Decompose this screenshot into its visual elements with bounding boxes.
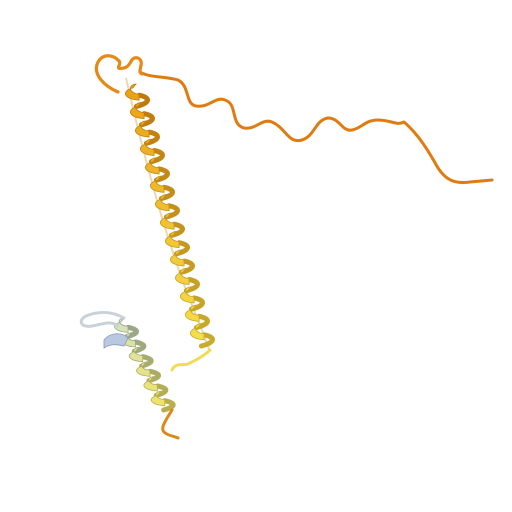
helix-front-ribbon [155,194,170,212]
helix-back-strand [173,240,190,257]
helix-front-ribbon [150,175,165,193]
helix-back-strand [139,354,154,369]
helix-front-ribbon [180,286,195,304]
helix-front-ribbon [135,120,150,138]
helix-back-strand [133,92,150,109]
helix-back-strand [161,398,176,413]
helix-back-strand [153,383,169,398]
helix-back-strand [148,148,165,165]
helix-front-ribbon [185,304,200,322]
helix-back-strand [153,166,170,183]
helix-front-ribbon [165,230,180,249]
helix-back-strand [146,368,161,384]
coil-top-loop [94,54,144,94]
helix-back-strand [163,203,180,220]
coil-tail-right [138,70,494,184]
helix-back-strand [143,129,160,146]
helix-back-strand [168,221,185,238]
helix-back-strand [124,324,139,340]
alpha-helix-long [125,77,215,353]
helix-back-strand [183,277,200,294]
helix-front-ribbon [128,346,144,363]
helix-front-ribbon [136,361,151,377]
helix-front-ribbon [143,376,158,392]
helix-front-ribbon [140,138,155,156]
helix-front-ribbon [160,212,175,230]
helix-front-ribbon [145,157,160,175]
alpha-helix-lower [103,317,176,413]
helix-front-ribbon [130,101,145,120]
helix-front-ribbon [190,323,205,341]
helix-back-strand [198,332,215,349]
helix-blue-segment [103,333,129,349]
helix-back-strand [158,184,175,202]
lower-helix-turns [103,317,176,413]
helix-front-ribbon [170,249,185,267]
helix-front-ribbon [175,267,190,285]
helix-back-strand [138,111,155,128]
helix-back-strand [178,258,195,275]
helix-front-ribbon [125,83,140,101]
helix-back-strand [193,313,210,331]
helix-front-ribbon [150,390,166,407]
helix-back-strand [188,295,205,312]
helix-back-strand [131,339,147,354]
coil-tail-bottom [161,408,180,440]
coil-left-loop [79,311,126,328]
helix-front-ribbon [114,317,129,333]
helix-turns [125,83,215,349]
coil-connector [170,348,212,372]
